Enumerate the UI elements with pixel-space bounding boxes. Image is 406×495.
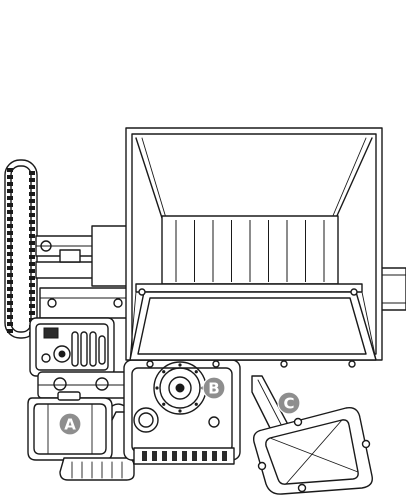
tread-block [7,287,13,291]
tread-block [7,252,13,256]
tread-block [29,248,35,252]
tread-block [29,213,35,217]
wheel-tire [4,159,38,339]
tread-block [7,175,13,179]
tread-block [7,182,13,186]
tread-block [7,322,13,326]
tread-block [29,171,35,175]
tread-block [7,231,13,235]
tread-block [29,234,35,238]
tread-block [29,241,35,245]
base-rib [142,451,147,461]
tread-block [7,308,13,312]
tread-block [29,283,35,287]
tread-block [7,273,13,277]
tread-block [7,259,13,263]
marker-b-label: B [208,380,219,398]
tire-tread [7,168,35,336]
pump-bolt [162,370,166,374]
pump-bolt [178,363,182,367]
base-rib [182,451,187,461]
pump-bolt [162,402,166,406]
marker-b: B [202,376,226,400]
tread-block [7,189,13,193]
hopper [125,127,383,368]
base-rib [192,451,197,461]
tread-block [29,227,35,231]
tread-block [7,301,13,305]
tread-block [7,329,13,333]
base-rib [172,451,177,461]
tread-block [29,220,35,224]
tread-block [7,315,13,319]
tread-block [29,178,35,182]
tread-block [29,262,35,266]
tread-block [7,224,13,228]
tread-block [29,206,35,210]
tread-block [7,245,13,249]
marker-c-label: C [283,395,294,413]
tread-block [29,304,35,308]
wedge-plate-c [252,407,373,495]
tread-block [7,280,13,284]
base-ribs [142,451,227,461]
marker-a-label: A [64,416,76,434]
tread-block [7,217,13,221]
base-rib [222,451,227,461]
pump-bolt [194,370,198,374]
hydraulic-reservoir [111,359,241,465]
tread-block [7,203,13,207]
base-rib [212,451,217,461]
tread-block [7,238,13,242]
tread-block [29,192,35,196]
tread-block [7,210,13,214]
base-rib [202,451,207,461]
tread-block [29,185,35,189]
marker-c: C [277,391,301,415]
base-rib [162,451,167,461]
tread-block [29,255,35,259]
axle-frame [35,225,133,319]
tread-block [29,276,35,280]
tread-block [29,199,35,203]
engine-block [29,317,135,413]
marker-a: A [58,412,82,436]
pump-bolt [194,402,198,406]
base-rib [152,451,157,461]
starter-pad [59,457,135,481]
tread-block [7,168,13,172]
tread-block [29,290,35,294]
pump-bolt [155,386,159,390]
tread-block [29,311,35,315]
tread-block [7,266,13,270]
tread-block [7,196,13,200]
pump-bolt [178,409,182,413]
hopper-slats [175,220,325,282]
tread-block [29,297,35,301]
tread-block [29,269,35,273]
tread-block [7,294,13,298]
